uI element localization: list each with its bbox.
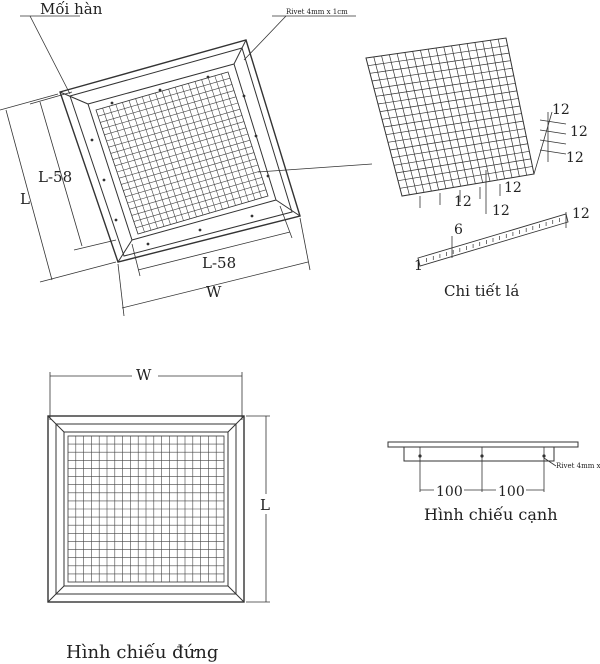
detail-blade-ends [419,111,567,208]
l58-bottom-label: L-58 [202,254,236,272]
iso-rivets [90,75,270,246]
dim-12-b: 12 [570,124,588,140]
weld-label: Mối hàn [40,0,103,18]
iso-core-grid [95,71,269,235]
isometric-grille: Mối hàn Rivet 4mm x 1cm L-58 L L-58 W [0,0,373,317]
dim-12-a: 12 [552,102,570,118]
front-view: W L Hình chiếu đứng [47,366,272,663]
rivet-side-label: Rivet 4mm x [556,462,600,470]
l-front-label: L [260,496,270,514]
front-inner-frame [63,431,229,587]
dim-12-d: 12 [504,180,522,196]
dim-12-f: 12 [492,203,510,219]
front-view-caption: Hình chiếu đứng [66,642,218,663]
side-body [403,446,555,462]
side-view: 100 100 Rivet 4mm x Hình chiếu cạnh [387,441,600,524]
dim-100-b: 100 [498,484,525,500]
l-left-label: L [20,190,30,208]
dim-12-g: 12 [572,206,590,222]
l58-left-label: L-58 [38,168,72,186]
dim-100-a: 100 [436,484,463,500]
iso-outer-frame [59,39,301,263]
w-front-label: W [136,366,152,384]
dim-6: 6 [454,222,463,238]
w-bottom-label: W [206,283,222,301]
blade-detail-caption: Chi tiết lá [444,282,519,300]
rivet-top-label: Rivet 4mm x 1cm [286,8,348,16]
front-outer-frame [47,415,245,603]
side-flange [387,441,579,448]
detail-grid: 12 12 12 12 12 12 12 6 1 Chi tiết lá [365,37,590,300]
side-view-caption: Hình chiếu cạnh [424,505,558,524]
dim-1: 1 [414,258,423,274]
iso-frame-bevel [69,47,293,257]
dim-12-e: 12 [454,194,472,210]
dim-12-c: 12 [566,150,584,166]
blade-profile [417,213,569,267]
